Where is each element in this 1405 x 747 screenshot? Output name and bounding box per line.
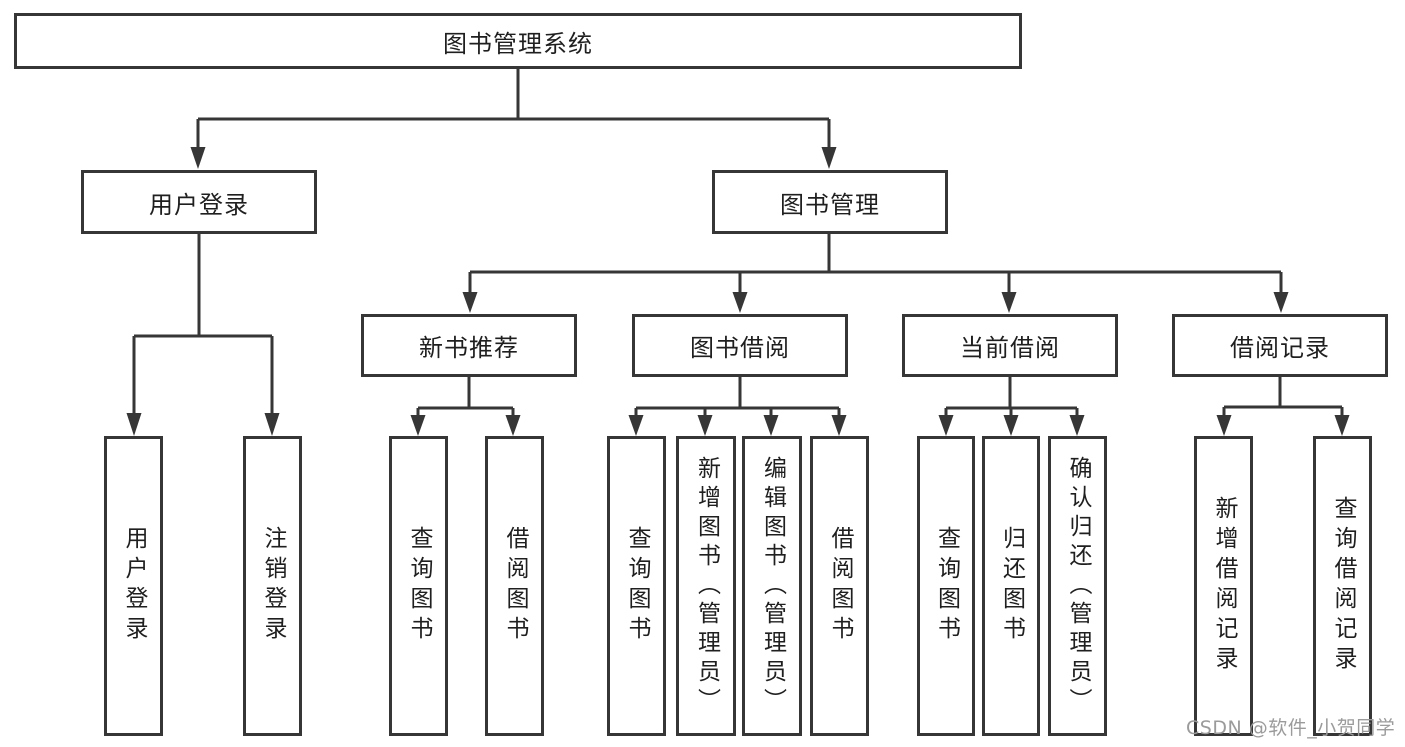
leaf-confirm-return-admin: 确认归还（管理员）: [1048, 436, 1107, 736]
arrowhead-icons: [126, 147, 1350, 436]
node-root-system-label: 图书管理系统: [443, 29, 593, 58]
leaf-logout-label: 注销登录: [260, 526, 286, 646]
node-borrow-records-label: 借阅记录: [1230, 334, 1330, 362]
node-user-login: 用户登录: [81, 170, 317, 234]
leaf-user-login: 用户登录: [104, 436, 163, 736]
node-user-login-label: 用户登录: [149, 190, 249, 219]
leaf-add-borrow-record: 新增借阅记录: [1194, 436, 1253, 736]
leaf-recommend-query-books: 查询图书: [389, 436, 448, 736]
node-new-book-recommend: 新书推荐: [361, 314, 577, 377]
node-current-borrow: 当前借阅: [902, 314, 1118, 377]
leaf-add-books-admin-label: 新增图书（管理员）: [693, 455, 720, 717]
leaf-return-books: 归还图书: [982, 436, 1040, 736]
leaf-borrow-query-books-label: 查询图书: [624, 526, 650, 646]
leaf-borrow-books: 借阅图书: [810, 436, 869, 736]
leaf-edit-books-admin-label: 编辑图书（管理员）: [759, 455, 786, 717]
leaf-current-query-books-label: 查询图书: [933, 526, 960, 646]
leaf-logout: 注销登录: [243, 436, 302, 736]
leaf-borrow-query-books: 查询图书: [607, 436, 666, 736]
node-current-borrow-label: 当前借阅: [960, 334, 1060, 362]
leaf-recommend-borrow-books: 借阅图书: [485, 436, 544, 736]
leaf-recommend-borrow-books-label: 借阅图书: [502, 526, 528, 646]
leaf-add-books-admin: 新增图书（管理员）: [676, 436, 736, 736]
leaf-return-books-label: 归还图书: [998, 526, 1025, 646]
leaf-query-borrow-record: 查询借阅记录: [1313, 436, 1372, 736]
leaf-recommend-query-books-label: 查询图书: [406, 526, 432, 646]
leaf-user-login-label: 用户登录: [121, 526, 147, 646]
node-book-management-label: 图书管理: [780, 190, 880, 219]
node-book-borrow-label: 图书借阅: [690, 334, 790, 362]
leaf-add-borrow-record-label: 新增借阅记录: [1211, 496, 1237, 676]
leaf-query-borrow-record-label: 查询借阅记录: [1330, 496, 1356, 676]
leaf-confirm-return-admin-label: 确认归还（管理员）: [1065, 455, 1091, 717]
node-new-book-recommend-label: 新书推荐: [419, 334, 519, 362]
leaf-edit-books-admin: 编辑图书（管理员）: [742, 436, 802, 736]
leaf-current-query-books: 查询图书: [917, 436, 975, 736]
node-root-system: 图书管理系统: [14, 13, 1022, 69]
node-book-borrow: 图书借阅: [632, 314, 848, 377]
leaf-borrow-books-label: 借阅图书: [827, 526, 853, 646]
node-borrow-records: 借阅记录: [1172, 314, 1388, 377]
csdn-watermark: CSDN @软件_小贺同学: [1186, 717, 1396, 739]
node-book-management: 图书管理: [712, 170, 948, 234]
